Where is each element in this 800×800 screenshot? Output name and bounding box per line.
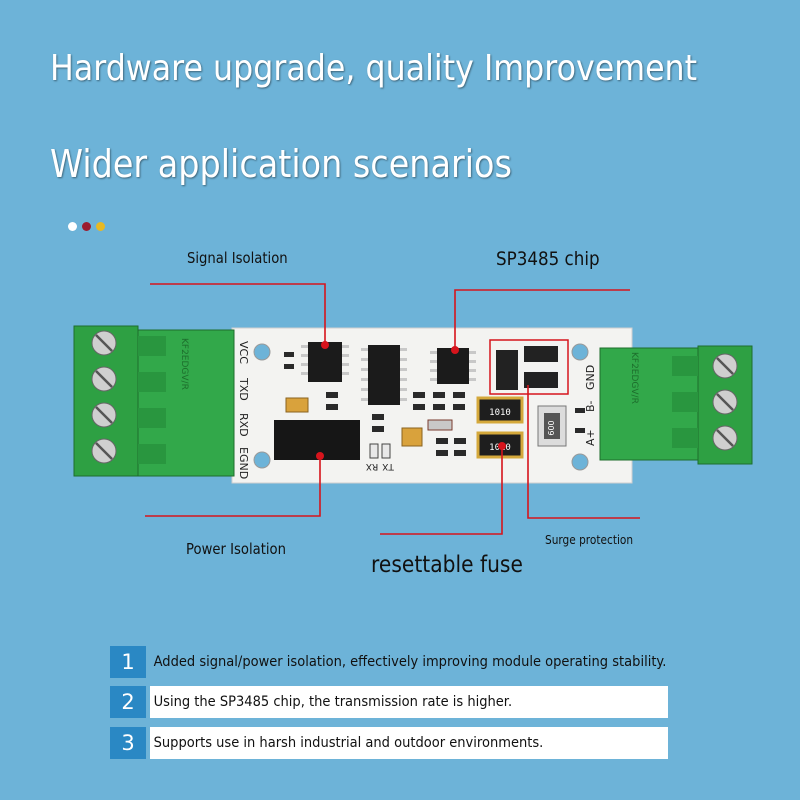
surge-diode-3 <box>524 372 558 388</box>
leader-surge-protection <box>527 385 640 519</box>
leader-sp3485 <box>454 289 630 350</box>
right-pin-labels: B- GND A+ <box>584 365 597 446</box>
right-screw-slots <box>716 357 734 447</box>
feature-body-1: Added signal/power isolation, effectivel… <box>150 646 668 678</box>
feature-text-2: Using the SP3485 chip, the transmission … <box>153 694 513 710</box>
mount-hole-br <box>571 453 589 471</box>
led-label-tx: TX <box>382 461 395 471</box>
mount-hole-tr <box>571 343 589 361</box>
isolation-chip-2 <box>368 345 400 405</box>
feature-body-3: Supports use in harsh industrial and out… <box>150 727 668 759</box>
dot-power-isolation <box>316 452 324 460</box>
right-terminal-slot-2 <box>672 392 698 412</box>
resettable-fuse-1 <box>476 396 524 424</box>
resistor-array <box>284 352 585 456</box>
dot-yellow <box>96 222 105 231</box>
led-rx <box>381 443 391 459</box>
feature-text-1: Added signal/power isolation, effectivel… <box>153 654 667 670</box>
callout-lines <box>145 283 640 535</box>
pin-label-egnd: EGND <box>237 447 250 479</box>
callout-power-isolation: Power Isolation <box>186 540 287 558</box>
surge-diode-1 <box>496 350 518 390</box>
callout-resettable-fuse: resettable fuse <box>371 552 523 578</box>
left-terminal-slot-3 <box>138 408 166 428</box>
headline-line-1: Hardware upgrade, quality Improvement <box>50 48 698 89</box>
callout-surge-protection: Surge protection <box>545 533 634 547</box>
inductor <box>537 405 567 447</box>
pin-label-gnd: GND <box>584 365 597 390</box>
left-terminal-slot-2 <box>138 372 166 392</box>
feature-number-1: 1 <box>110 646 146 678</box>
sp3485-chip <box>437 348 469 384</box>
inductor-core <box>544 413 560 439</box>
feature-text-3: Supports use in harsh industrial and out… <box>153 735 544 751</box>
callout-sp3485-chip: SP3485 chip <box>496 248 600 270</box>
left-terminal-block: KF2EDGV/R <box>73 325 235 477</box>
callout-dots <box>316 341 506 460</box>
dot-sp3485 <box>451 346 459 354</box>
feature-number-3: 3 <box>110 727 146 759</box>
inductor-code: 600 <box>547 420 556 435</box>
chip-pins-1 <box>301 345 349 375</box>
power-isolation-module <box>274 420 360 460</box>
capacitor-1 <box>285 397 309 413</box>
sense-resistor <box>427 419 453 431</box>
right-terminal-block: KF2EDGV/R <box>599 345 753 465</box>
leader-power-isolation <box>145 456 321 517</box>
leader-resettable-fuse <box>380 446 503 535</box>
feature-row-2: 2 Using the SP3485 chip, the transmissio… <box>110 686 668 718</box>
dot-red <box>82 222 91 231</box>
left-screw-slots <box>95 334 113 460</box>
mount-hole-bl <box>253 451 271 469</box>
dot-resettable-fuse <box>498 442 506 450</box>
decorative-dots <box>68 222 105 231</box>
pin-label-rxd: RXD <box>237 413 250 437</box>
headline-line-2: Wider application scenarios <box>50 142 512 186</box>
pin-label-txd: TXD <box>237 377 250 401</box>
pin-label-b: B- <box>584 400 597 412</box>
callout-signal-isolation: Signal Isolation <box>187 249 288 267</box>
pcb-board: 1010 1010 600 TX RX <box>231 327 633 484</box>
dot-white <box>68 222 77 231</box>
left-pin-labels: VCC TXD RXD EGND <box>237 341 250 479</box>
mount-hole-tl <box>253 343 271 361</box>
surge-diode-2 <box>524 346 558 362</box>
right-terminal-slot-1 <box>672 356 698 376</box>
feature-number-2: 2 <box>110 686 146 718</box>
dot-signal-isolation <box>321 341 329 349</box>
chip-pins-3 <box>430 351 476 381</box>
pin-label-a: A+ <box>584 429 597 446</box>
feature-body-2: Using the SP3485 chip, the transmission … <box>150 686 668 718</box>
left-terminal-slot-1 <box>138 336 166 356</box>
led-label-rx: RX <box>366 461 378 471</box>
feature-row-3: 3 Supports use in harsh industrial and o… <box>110 727 668 759</box>
fuse-code-1: 1010 <box>489 408 511 418</box>
capacitor-2 <box>401 427 423 447</box>
right-terminal-slot-3 <box>672 428 698 448</box>
surge-highlight-box <box>489 339 569 395</box>
pin-label-vcc: VCC <box>237 341 250 364</box>
leader-signal-isolation <box>150 283 326 345</box>
led-tx <box>369 443 379 459</box>
feature-row-1: 1 Added signal/power isolation, effectiv… <box>110 646 668 678</box>
left-terminal-slot-4 <box>138 444 166 464</box>
left-terminal-text: KF2EDGV/R <box>179 338 189 390</box>
chip-pins-2 <box>361 348 407 401</box>
right-terminal-text: KF2EDGV/R <box>629 352 639 404</box>
